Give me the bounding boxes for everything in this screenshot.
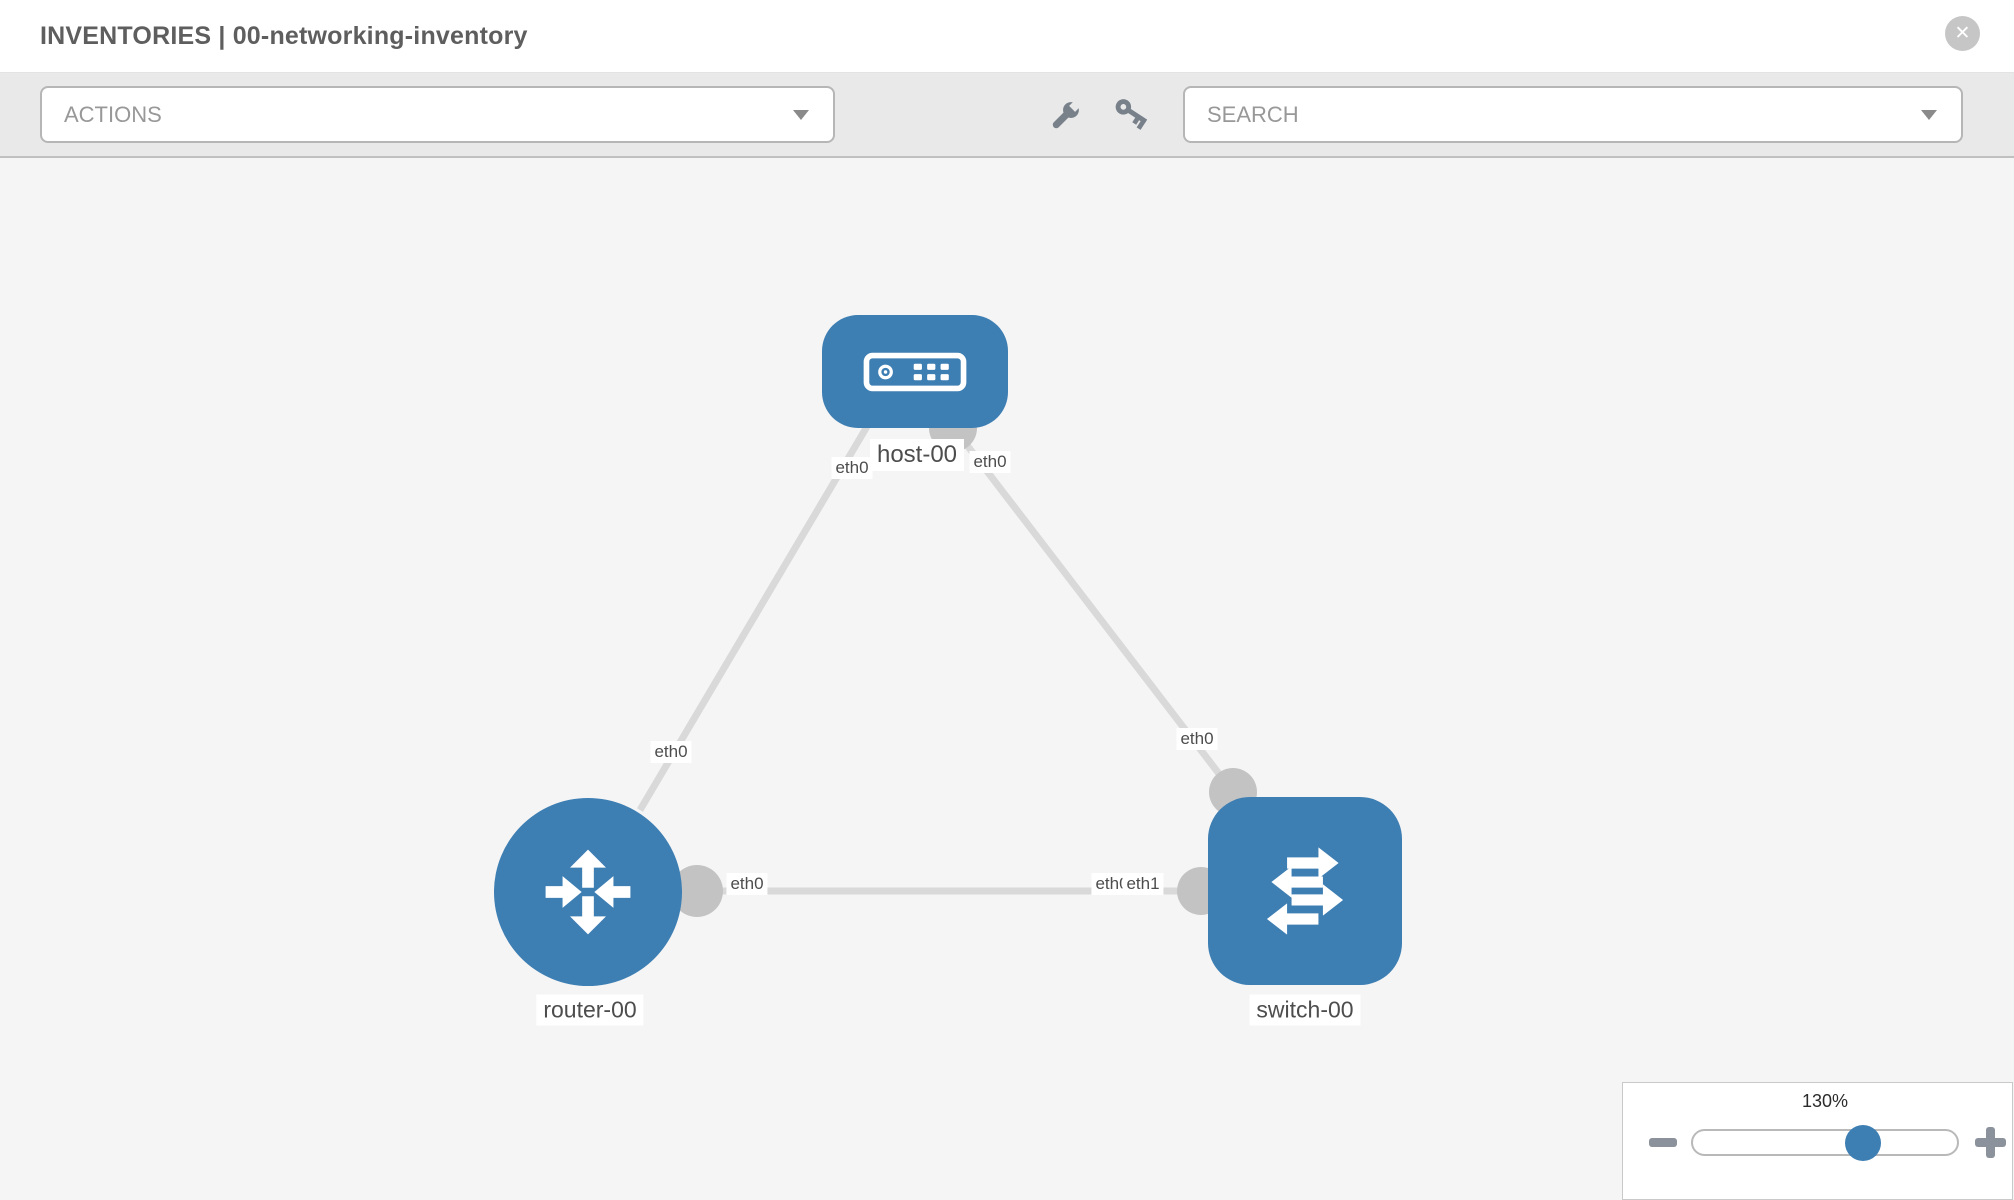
wrench-icon [1052, 99, 1082, 129]
node-host[interactable] [822, 315, 1008, 428]
chevron-down-icon [1921, 110, 1937, 120]
actions-dropdown[interactable]: ACTIONS [40, 86, 835, 143]
interface-label-switch-front: eth1 [1122, 873, 1164, 895]
node-label-switch: switch-00 [1249, 994, 1361, 1026]
topology-links-layer [636, 404, 1257, 917]
zoom-in-button[interactable] [1975, 1127, 2006, 1158]
node-label-host: host-00 [869, 439, 965, 471]
topology-canvas[interactable]: host-00 router-00 switch-00 eth0 eth0 et… [0, 158, 2014, 1200]
toolbar: ACTIONS SEARCH [0, 73, 2014, 158]
search-dropdown-label: SEARCH [1207, 102, 1299, 127]
close-icon: ✕ [1954, 23, 1971, 44]
node-switch[interactable] [1208, 797, 1402, 985]
zoom-slider-track[interactable] [1691, 1129, 1959, 1156]
zoom-slider-handle[interactable] [1845, 1125, 1881, 1161]
actions-dropdown-label: ACTIONS [64, 102, 162, 127]
switch-icon [1266, 847, 1344, 935]
chevron-down-icon [793, 110, 809, 120]
key-icon [1115, 99, 1148, 130]
interface-label-router-right: eth0 [726, 873, 768, 895]
host-icon [863, 352, 967, 391]
zoom-level-label: 130% [1801, 1091, 1849, 1111]
credentials-key-button[interactable] [1114, 97, 1152, 135]
node-label-router: router-00 [536, 994, 644, 1026]
zoom-out-button[interactable] [1649, 1138, 1677, 1147]
search-dropdown[interactable]: SEARCH [1183, 86, 1963, 143]
interface-label-switch-top: eth0 [1176, 728, 1218, 750]
router-icon [545, 849, 631, 935]
interface-label-router-top: eth0 [650, 741, 692, 763]
interface-connector[interactable] [671, 865, 723, 917]
interface-label-host-right: eth0 [969, 451, 1011, 473]
interface-label-host-left: eth0 [831, 457, 873, 479]
app-header: INVENTORIES | 00-networking-inventory ✕ [0, 0, 2014, 73]
interface-label-switch-back: eth0 [1091, 873, 1133, 895]
adhoc-wrench-button[interactable] [1046, 97, 1084, 135]
node-router[interactable] [494, 798, 682, 986]
close-button[interactable]: ✕ [1945, 16, 1980, 51]
page-title: INVENTORIES | 00-networking-inventory [40, 22, 528, 50]
zoom-panel: 130% [1622, 1082, 2013, 1200]
